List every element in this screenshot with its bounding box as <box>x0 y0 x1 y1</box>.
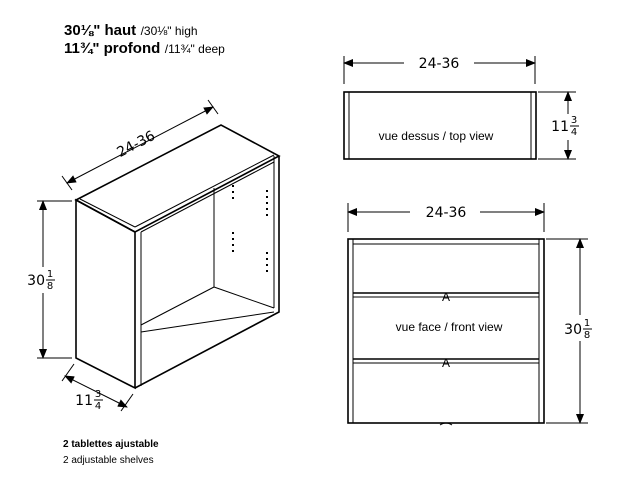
svg-text:30: 30 <box>27 273 45 289</box>
svg-text:8: 8 <box>47 281 53 292</box>
shelves-note-en: 2 adjustable shelves <box>63 455 154 466</box>
iso-height-label: 30 1 8 <box>27 267 62 293</box>
svg-text:3: 3 <box>95 389 101 400</box>
iso-front-frame <box>75 198 136 390</box>
height-spec-en: /30⅛" high <box>140 24 198 38</box>
shelf-marker-2: A <box>442 356 450 370</box>
iso-depth-label: 11 3 4 <box>75 389 103 412</box>
iso-depth-dimension <box>64 375 128 408</box>
svg-text:1: 1 <box>47 269 53 280</box>
svg-text:1: 1 <box>584 318 590 329</box>
svg-text:11: 11 <box>75 393 93 409</box>
front-view-label: vue face / front view <box>396 320 503 334</box>
front-view: 24-36 A A vue face / front view 30 1 8 <box>347 203 600 426</box>
shelf-pin-holes <box>232 185 268 272</box>
height-spec: 30⅛" haut /30⅛" high <box>64 22 198 40</box>
svg-text:4: 4 <box>571 127 577 138</box>
depth-spec-fr: 11¾" profond <box>64 40 161 57</box>
iso-width-dimension <box>66 106 214 184</box>
isometric-view: 24-36 30 1 8 11 3 4 <box>27 99 281 412</box>
top-depth-label: 11 3 4 <box>551 114 585 140</box>
shelf-marker-1: A <box>442 290 450 304</box>
shelves-note-fr: 2 tablettes ajustable <box>63 439 159 450</box>
iso-width-label: 24-36 <box>114 128 158 161</box>
top-view-label: vue dessus / top view <box>379 129 494 143</box>
front-width-label: 24-36 <box>426 205 467 221</box>
top-view-outline <box>343 91 537 160</box>
svg-text:4: 4 <box>95 401 101 412</box>
svg-text:30: 30 <box>564 322 582 338</box>
svg-text:8: 8 <box>584 330 590 341</box>
depth-spec-en: /11¾" deep <box>164 42 225 56</box>
front-height-label: 30 1 8 <box>564 315 600 341</box>
depth-spec: 11¾" profond /11¾" deep <box>64 40 225 58</box>
height-spec-fr: 30⅛" haut <box>64 22 137 39</box>
iso-top-panel <box>74 124 281 233</box>
top-view: 24-36 11 3 4 vue dessus / top view <box>343 55 585 160</box>
iso-right-side <box>134 156 280 389</box>
top-width-label: 24-36 <box>419 56 460 72</box>
svg-text:11: 11 <box>551 119 569 135</box>
svg-text:3: 3 <box>571 115 577 126</box>
